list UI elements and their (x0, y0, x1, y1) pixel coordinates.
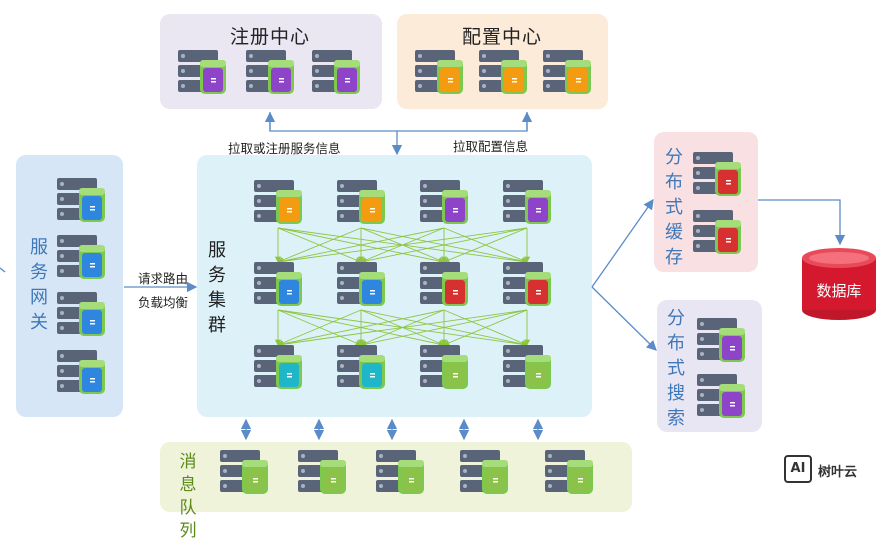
mq-server-1 (220, 450, 268, 494)
pull-config-label: 拉取配置信息 (453, 139, 529, 154)
brand-name: 树叶云 (818, 465, 858, 480)
brand-logo-mark: AI (790, 461, 806, 476)
registry-title: 注册中心 (230, 26, 311, 48)
search-server-2 (697, 374, 745, 418)
mesh-line (277, 309, 362, 346)
config-server-2 (479, 50, 527, 94)
cluster-server-r2c2 (337, 262, 385, 306)
cluster-server-r3c4 (503, 345, 551, 389)
mq-links (240, 418, 544, 441)
search-title: 分布式搜索 (665, 306, 687, 431)
cluster-server-r3c2 (337, 345, 385, 389)
mq-server-3 (376, 450, 424, 494)
gateway-server-1 (57, 178, 105, 222)
mesh-line (277, 309, 445, 347)
brand-logo: AI (784, 455, 812, 483)
cache-server-1 (693, 152, 741, 196)
mesh-line (443, 309, 528, 346)
mq-server-5 (545, 450, 593, 494)
cluster-server-r1c2 (337, 180, 385, 224)
gateway-server-3 (57, 292, 105, 336)
cluster-title-text: 服务集群 (208, 240, 226, 336)
connection-lines (0, 111, 846, 441)
database-icon (802, 248, 876, 320)
registry-server-2 (246, 50, 294, 94)
mesh-line (277, 227, 362, 263)
cache-title: 分布式缓存 (663, 145, 685, 270)
cluster-server-r1c1 (254, 180, 302, 224)
cache-to-db-arrow (758, 199, 846, 246)
config-server-1 (415, 50, 463, 94)
route-label-line2: 负载均衡 (138, 295, 189, 310)
cache-title-text: 分布式缓存 (665, 147, 683, 268)
cluster-server-r3c3 (420, 345, 468, 389)
cluster-server-r2c1 (254, 262, 302, 306)
registry-server-1 (178, 50, 226, 94)
route-label-line1: 请求路由 (138, 271, 189, 286)
edge-mark (0, 267, 6, 273)
cluster-server-r2c4 (503, 262, 551, 306)
mq-server-2 (298, 450, 346, 494)
gateway-title-text: 服务网关 (30, 237, 48, 333)
search-server-1 (697, 318, 745, 362)
registry-config-links (264, 111, 533, 156)
cluster-to-cache-arrow (591, 198, 654, 288)
mesh-line (443, 227, 528, 263)
pull-register-label: 拉取或注册服务信息 (228, 141, 341, 156)
gateway-server-4 (57, 350, 105, 394)
cluster-server-r3c1 (254, 345, 302, 389)
mesh-line (360, 227, 528, 265)
cluster-server-r1c4 (503, 180, 551, 224)
config-server-3 (543, 50, 591, 94)
mesh-line (277, 227, 528, 265)
top-bracket-line (269, 112, 528, 132)
registry-server-3 (312, 50, 360, 94)
cluster-server-r1c3 (420, 180, 468, 224)
mesh-line (360, 309, 528, 347)
gateway-title: 服务网关 (28, 235, 50, 335)
cluster-to-search-arrow (591, 286, 657, 351)
search-title-text: 分布式搜索 (667, 308, 685, 429)
cluster-title: 服务集群 (206, 238, 228, 338)
mesh-line (277, 309, 528, 348)
gateway-server-2 (57, 235, 105, 279)
cluster-mesh (274, 227, 531, 348)
mesh-line (277, 227, 445, 265)
mq-server-4 (460, 450, 508, 494)
database-label: 数据库 (816, 282, 862, 300)
cache-server-2 (693, 210, 741, 254)
config-title: 配置中心 (462, 26, 543, 48)
cluster-server-r2c3 (420, 262, 468, 306)
